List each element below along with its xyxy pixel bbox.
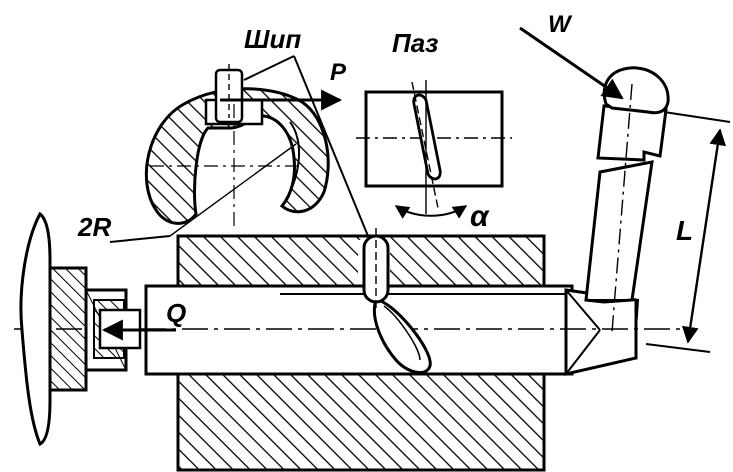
- label-paz: Паз: [392, 28, 438, 58]
- label-p: P: [330, 59, 347, 86]
- housing-lower: [176, 372, 546, 472]
- label-q: Q: [166, 298, 186, 328]
- force-w-arrow: [519, 26, 624, 100]
- cam-section: [144, 64, 330, 226]
- pin: [362, 228, 390, 310]
- label-w: W: [548, 11, 573, 38]
- angle-arc: [394, 205, 468, 219]
- label-l: L: [676, 215, 693, 246]
- radius-leader: [109, 143, 297, 243]
- label-alpha: α: [470, 200, 490, 233]
- slot-detail: [356, 80, 512, 214]
- dimension-l: [645, 111, 731, 353]
- ship-leaders: [243, 55, 369, 237]
- inclined-groove: [372, 298, 432, 375]
- label-2r: 2R: [77, 212, 111, 242]
- lever-handle: [584, 66, 670, 333]
- housing-upper: [176, 234, 546, 288]
- plunger-shaft: [144, 284, 574, 376]
- label-ship: Шип: [244, 24, 301, 54]
